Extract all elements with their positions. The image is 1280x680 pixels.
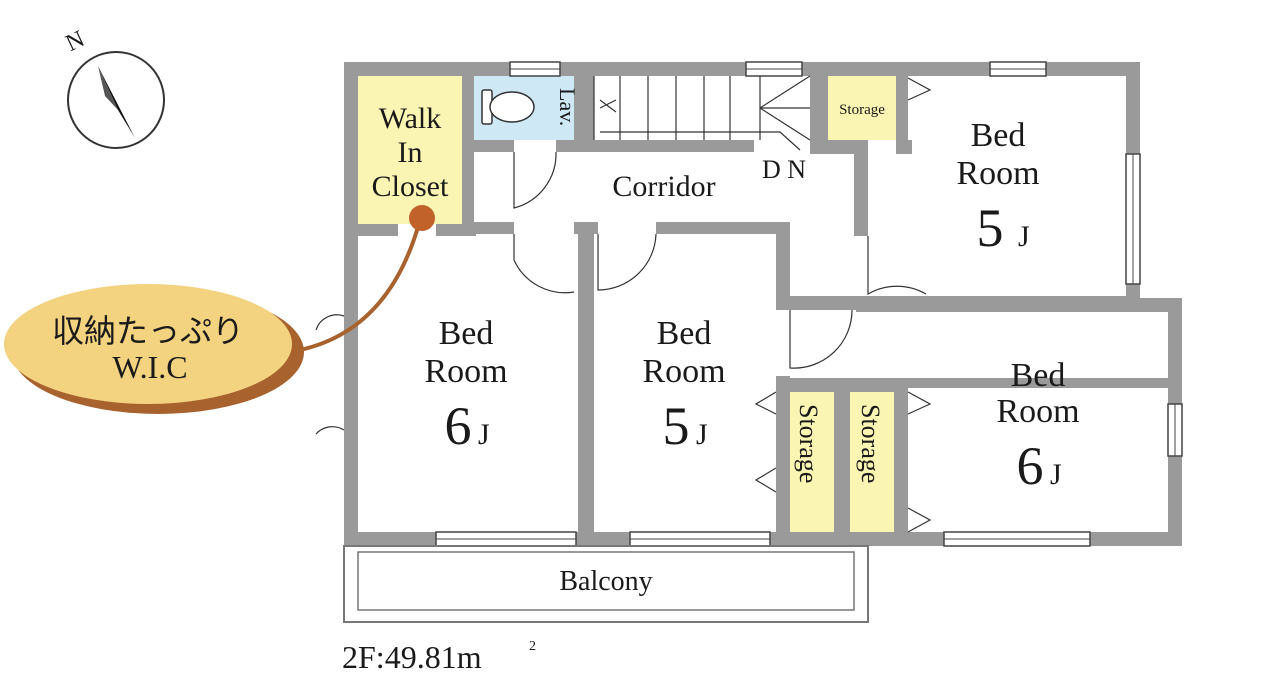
bedroom-middle-line1: Bed	[657, 315, 712, 352]
storage-right-label: Storage	[856, 404, 885, 483]
bedroom-left-line1: Bed	[439, 315, 494, 352]
storage-left-label: Storage	[794, 404, 823, 483]
toilet-icon	[481, 89, 535, 125]
corridor-label: Corridor	[612, 170, 715, 203]
callout-line2: W.I.C	[112, 349, 187, 385]
callout-line1: 収納たっぷり	[52, 313, 244, 349]
bedroom-middle-unit: J	[696, 418, 708, 451]
bedroom-topright-size: 5	[977, 198, 1004, 258]
storage-left-fill	[790, 392, 834, 532]
down-label: D N	[762, 155, 806, 184]
walk-in-closet-fill	[358, 76, 462, 224]
balcony	[343, 545, 869, 623]
stairs-icon	[593, 75, 811, 151]
pin-icon	[409, 205, 435, 231]
storage-small-fill	[828, 76, 896, 140]
bedroom-left-line2: Room	[424, 353, 507, 390]
compass-circle	[67, 51, 165, 149]
compass-needle-shade	[98, 66, 118, 110]
bedroom-middle-size: 5	[663, 396, 690, 456]
storage-right-fill	[850, 392, 894, 532]
bedroom-topright-line1: Bed	[971, 117, 1026, 154]
compass: N	[62, 26, 165, 149]
lavatory-label: Lav.	[555, 88, 580, 126]
bedroom-left-unit: J	[478, 418, 490, 451]
callout-bubble	[4, 284, 292, 404]
storage-small-label: Storage	[839, 102, 885, 118]
bedroom-right-size: 6	[1017, 436, 1044, 496]
wic-label-3: Closet	[372, 170, 449, 203]
window-sashes	[436, 68, 1176, 540]
wic-label-1: Walk	[379, 102, 442, 135]
balcony-label: Balcony	[559, 566, 652, 597]
bedroom-topright-unit: J	[1018, 220, 1030, 253]
bedroom-topright-line2: Room	[956, 155, 1039, 192]
wic-label-2: In	[398, 136, 423, 169]
door-swings	[315, 77, 932, 533]
bedroom-right-unit: J	[1050, 458, 1062, 491]
callout-leader	[299, 219, 422, 352]
floor-area-unit-sup: 2	[529, 639, 536, 654]
north-label: N	[62, 26, 89, 57]
callout-wic: 収納たっぷり W.I.C	[4, 205, 435, 414]
bedroom-middle-line2: Room	[642, 353, 725, 390]
compass-needle-icon	[98, 66, 135, 138]
bedroom-right-line2: Room	[996, 393, 1079, 430]
floor-area-label: 2F:49.81m	[342, 639, 482, 675]
bedroom-left-size: 6	[445, 396, 472, 456]
bedroom-right-line1: Bed	[1011, 357, 1066, 394]
